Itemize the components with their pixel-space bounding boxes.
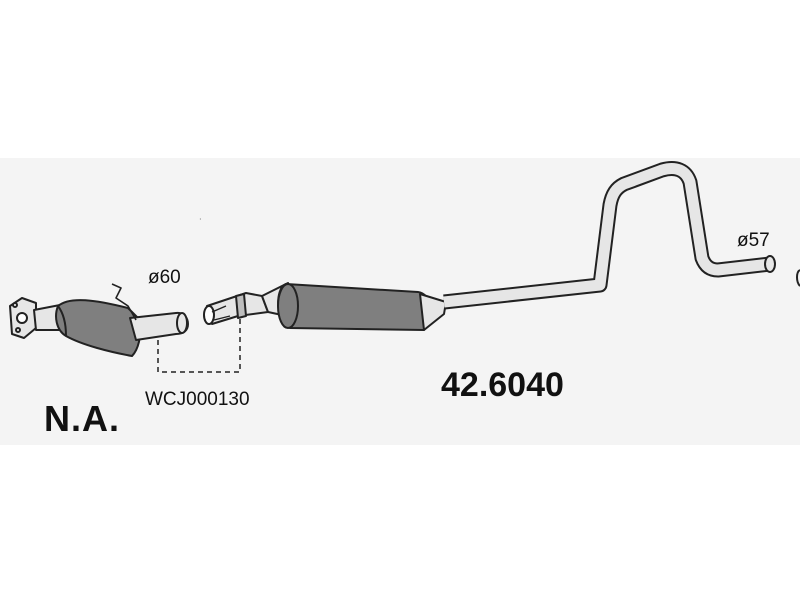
tail-pipe-end	[764, 255, 776, 273]
front-diameter-label: ø60	[148, 267, 181, 288]
rear-diameter-label: ø57	[737, 230, 770, 251]
intermediate-pipe-section	[203, 161, 800, 331]
converter-body	[55, 299, 142, 357]
tail-pipe	[443, 163, 771, 308]
tail-pipe-continuation	[796, 269, 800, 287]
muffler-body	[277, 283, 433, 331]
flange-bolt	[15, 327, 21, 333]
flange-hole	[16, 312, 28, 324]
oxygen-sensor-wire	[111, 283, 137, 321]
pipe-clamp	[235, 293, 247, 319]
fitting-kit-dashed-line	[157, 318, 241, 373]
fitting-kit-code: WCJ000130	[145, 389, 250, 410]
flange-bolt	[12, 302, 18, 308]
middle-inlet-end	[203, 305, 215, 325]
na-note: N.A.	[44, 398, 120, 439]
catalytic-converter-section	[9, 283, 189, 357]
stray-mark: ·	[199, 215, 202, 224]
part-number: 42.6040	[441, 366, 564, 404]
